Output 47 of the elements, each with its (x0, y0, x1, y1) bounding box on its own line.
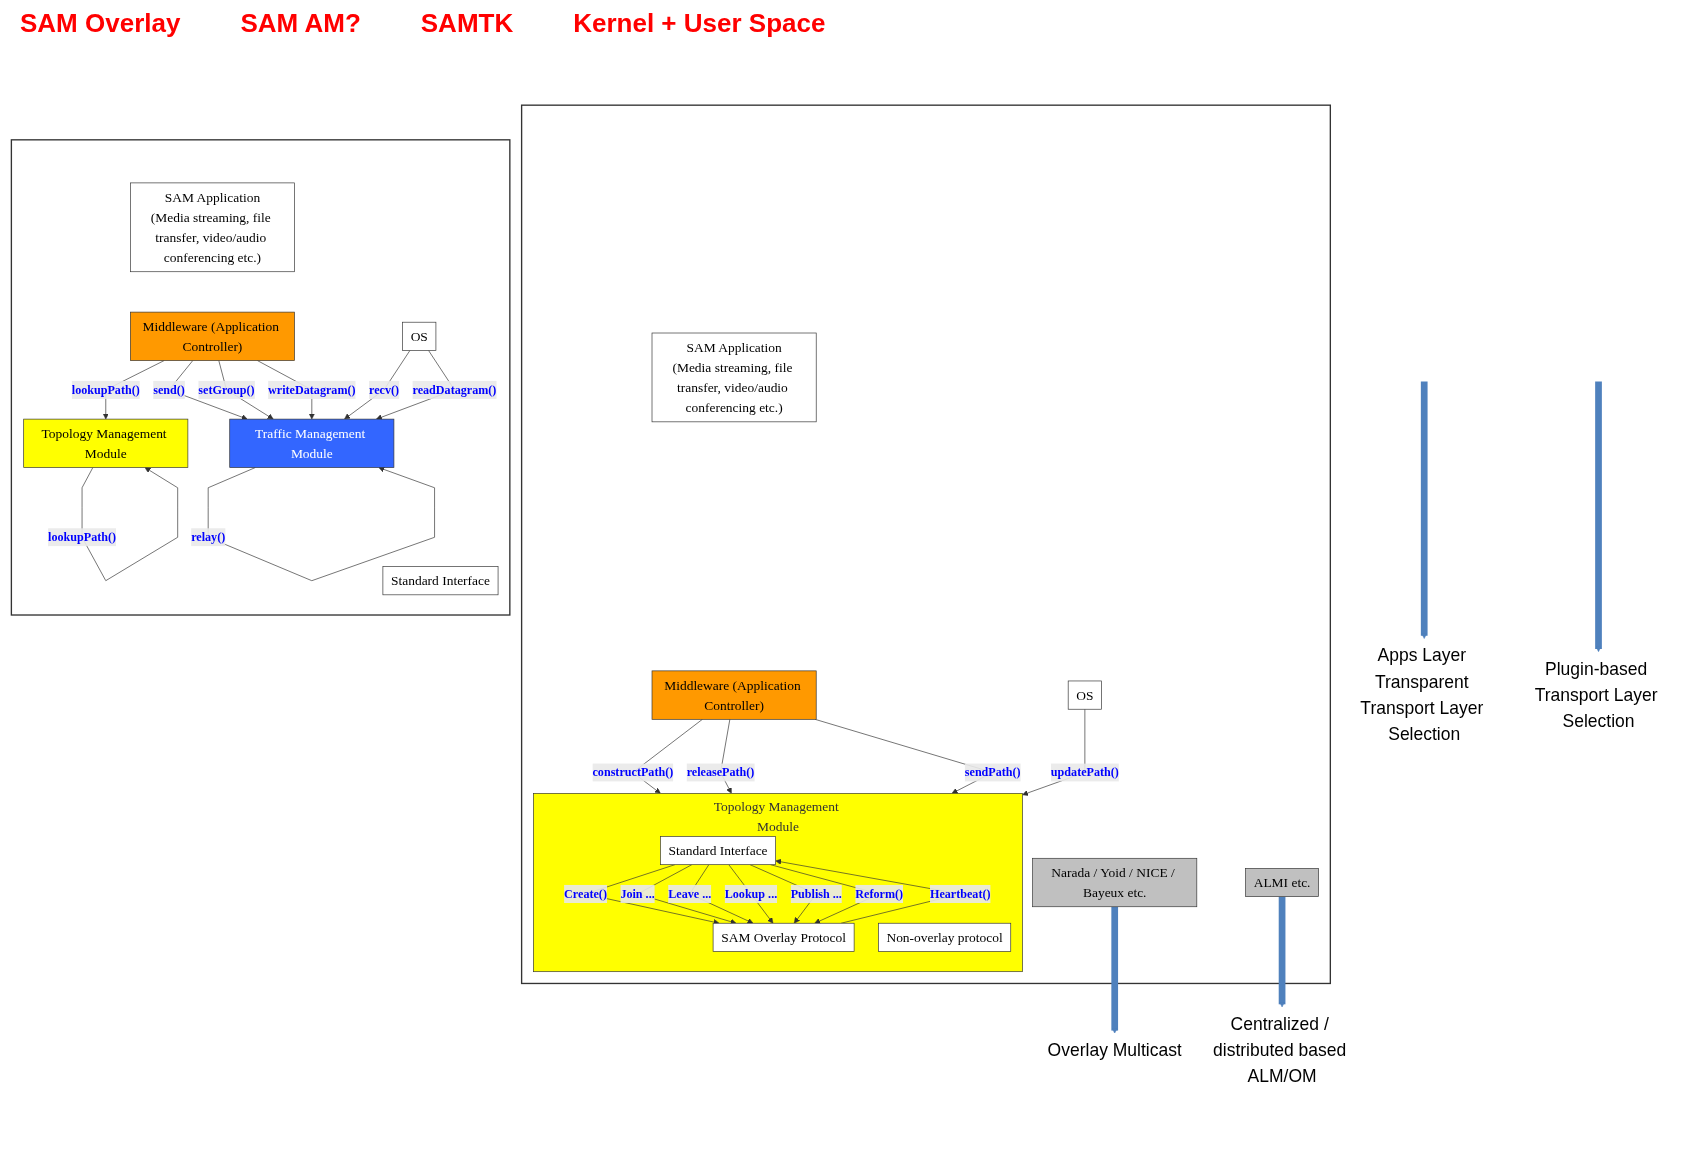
node-box: OS (401, 321, 436, 351)
edge-label: send() (152, 382, 185, 397)
node-box: ALMI etc. (1244, 868, 1319, 897)
arrow (1110, 906, 1118, 1034)
node-box: Middleware (Application Controller) (129, 311, 295, 361)
annotation-text: SAM AM? (240, 8, 361, 40)
edge-label: writeDatagram() (267, 382, 356, 397)
edge-label: Leave ... (667, 886, 711, 901)
edge-label: relay() (190, 530, 225, 544)
edge-label: Join ... (619, 886, 655, 901)
edge-label: sendPath() (964, 765, 1021, 779)
node-box: Non-overlay protocol (877, 922, 1011, 952)
edge-label: constructPath() (591, 765, 673, 779)
node-text: Apps Layer Transparent Transport Layer Selection (1359, 645, 1483, 745)
node-box: OS (1067, 680, 1102, 710)
edge-label: setGroup() (197, 382, 255, 397)
edge-label: lookupPath() (47, 530, 116, 544)
arrow (1420, 381, 1428, 639)
node-box: SAM Application (Media streaming, file transfer, video/audio conferencing etc.) (129, 182, 295, 273)
arrow (1278, 896, 1285, 1008)
edge-label: Heartbeat() (929, 886, 991, 901)
arrow (1594, 381, 1602, 652)
node-text: Overlay Multicast (1047, 1039, 1182, 1061)
node-box: Narada / Yoid / NICE / Bayeux etc. (1031, 857, 1197, 908)
node-text: Plugin-based Transport Layer Selection (1534, 658, 1657, 732)
edge-label: readDatagram() (412, 382, 496, 397)
node-box: Standard Interface (382, 566, 498, 596)
edge-label: Lookup ... (724, 886, 777, 901)
edge-label: lookupPath() (71, 382, 140, 397)
node-box: Standard Interface (659, 836, 776, 865)
edge-label: Publish ... (790, 886, 842, 901)
node-box: SAM Overlay Protocol (712, 922, 854, 952)
cluster (10, 139, 510, 616)
edge-label: Create() (563, 886, 607, 901)
node-box: Middleware (Application Controller) (651, 670, 817, 720)
edge-label: Reform() (854, 886, 903, 901)
edge-label: releasePath() (686, 765, 754, 779)
node-box: Traffic Management Module (228, 418, 394, 468)
annotation-text: SAMTK (420, 8, 514, 40)
annotation-text: Kernel + User Space (573, 8, 826, 40)
node-text: Centralized / distributed based ALM/OM (1212, 1013, 1346, 1087)
edge-label: updatePath() (1050, 765, 1119, 779)
edge-label: recv() (368, 382, 399, 397)
node-box: Topology Management Module (22, 418, 188, 468)
cluster (520, 104, 1331, 985)
node-box: SAM Application (Media streaming, file transfer, video/audio conferencing etc.) (651, 332, 817, 423)
annotation-text: SAM Overlay (20, 8, 181, 40)
